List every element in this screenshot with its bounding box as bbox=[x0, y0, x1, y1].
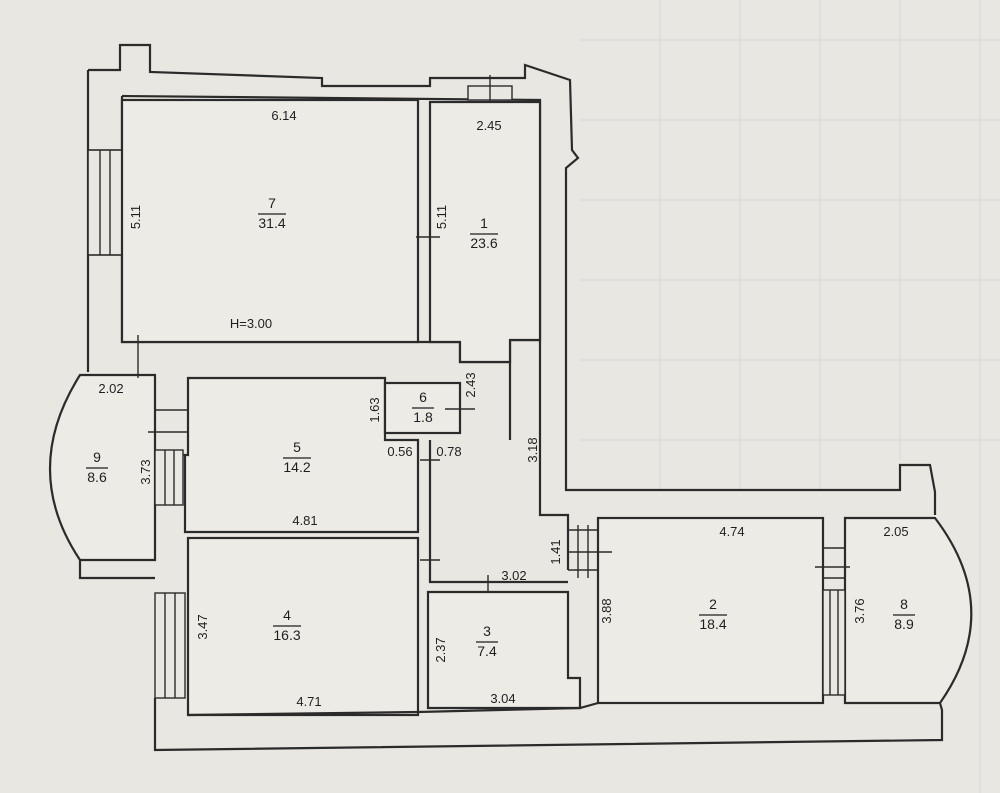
room-7-area: 31.4 bbox=[258, 215, 285, 231]
dim-hall-width: 1.41 bbox=[548, 539, 563, 564]
dim-room9-height: 3.73 bbox=[138, 459, 153, 484]
room-9-number: 9 bbox=[93, 449, 101, 465]
room-1-number: 1 bbox=[480, 215, 488, 231]
room-7-number: 7 bbox=[268, 195, 276, 211]
dim-room5-width: 4.81 bbox=[292, 513, 317, 528]
dim-room3-height: 2.37 bbox=[433, 637, 448, 662]
dim-room4-width: 4.71 bbox=[296, 694, 321, 709]
dim-room1-width: 2.45 bbox=[476, 118, 501, 133]
dim-room8-height: 3.76 bbox=[852, 598, 867, 623]
dim-corridor-height: 3.18 bbox=[525, 437, 540, 462]
room-2-area: 18.4 bbox=[699, 616, 726, 632]
room-5-area: 14.2 bbox=[283, 459, 310, 475]
room-4-area: 16.3 bbox=[273, 627, 300, 643]
dim-room6-width: 2.43 bbox=[463, 372, 478, 397]
room-2 bbox=[596, 516, 825, 705]
room-6-number: 6 bbox=[419, 389, 427, 405]
room-4-number: 4 bbox=[283, 607, 291, 623]
dim-room4-height: 3.47 bbox=[195, 614, 210, 639]
room-7 bbox=[120, 98, 420, 344]
dim-door-right: 0.78 bbox=[436, 444, 461, 459]
dim-room9-width: 2.02 bbox=[98, 381, 123, 396]
outer-wall-bottom bbox=[153, 698, 944, 752]
room-5 bbox=[183, 376, 420, 534]
dim-door-left: 0.56 bbox=[387, 444, 412, 459]
room-8-number: 8 bbox=[900, 596, 908, 612]
room-8 bbox=[843, 516, 973, 705]
dim-room1-height: 5.11 bbox=[434, 205, 449, 229]
room-4 bbox=[186, 536, 420, 717]
room-1-area: 23.6 bbox=[470, 235, 497, 251]
dim-room6-height: 1.63 bbox=[367, 397, 382, 422]
dim-room7-width: 6.14 bbox=[271, 108, 296, 123]
graph-paper-grid bbox=[580, 0, 1000, 793]
dim-room3-width-bottom: 3.04 bbox=[490, 691, 515, 706]
dim-room3-width-top: 3.02 bbox=[501, 568, 526, 583]
room-6-area: 1.8 bbox=[413, 409, 433, 425]
room-5-number: 5 bbox=[293, 439, 301, 455]
dim-room2-width: 4.74 bbox=[719, 524, 744, 539]
dim-room2-height: 3.88 bbox=[599, 598, 614, 623]
outer-wall bbox=[88, 43, 937, 515]
room-3-number: 3 bbox=[483, 623, 491, 639]
room-8-area: 8.9 bbox=[894, 616, 914, 632]
ceiling-height: H=3.00 bbox=[230, 316, 272, 331]
room-3-area: 7.4 bbox=[477, 643, 497, 659]
outer-wall-inner bbox=[121, 94, 570, 570]
dim-room7-height: 5.11 bbox=[128, 205, 143, 229]
dim-room8-width: 2.05 bbox=[883, 524, 908, 539]
room-2-number: 2 bbox=[709, 596, 717, 612]
room-1 bbox=[428, 100, 542, 364]
room-3 bbox=[426, 590, 582, 710]
room-9-area: 8.6 bbox=[87, 469, 107, 485]
